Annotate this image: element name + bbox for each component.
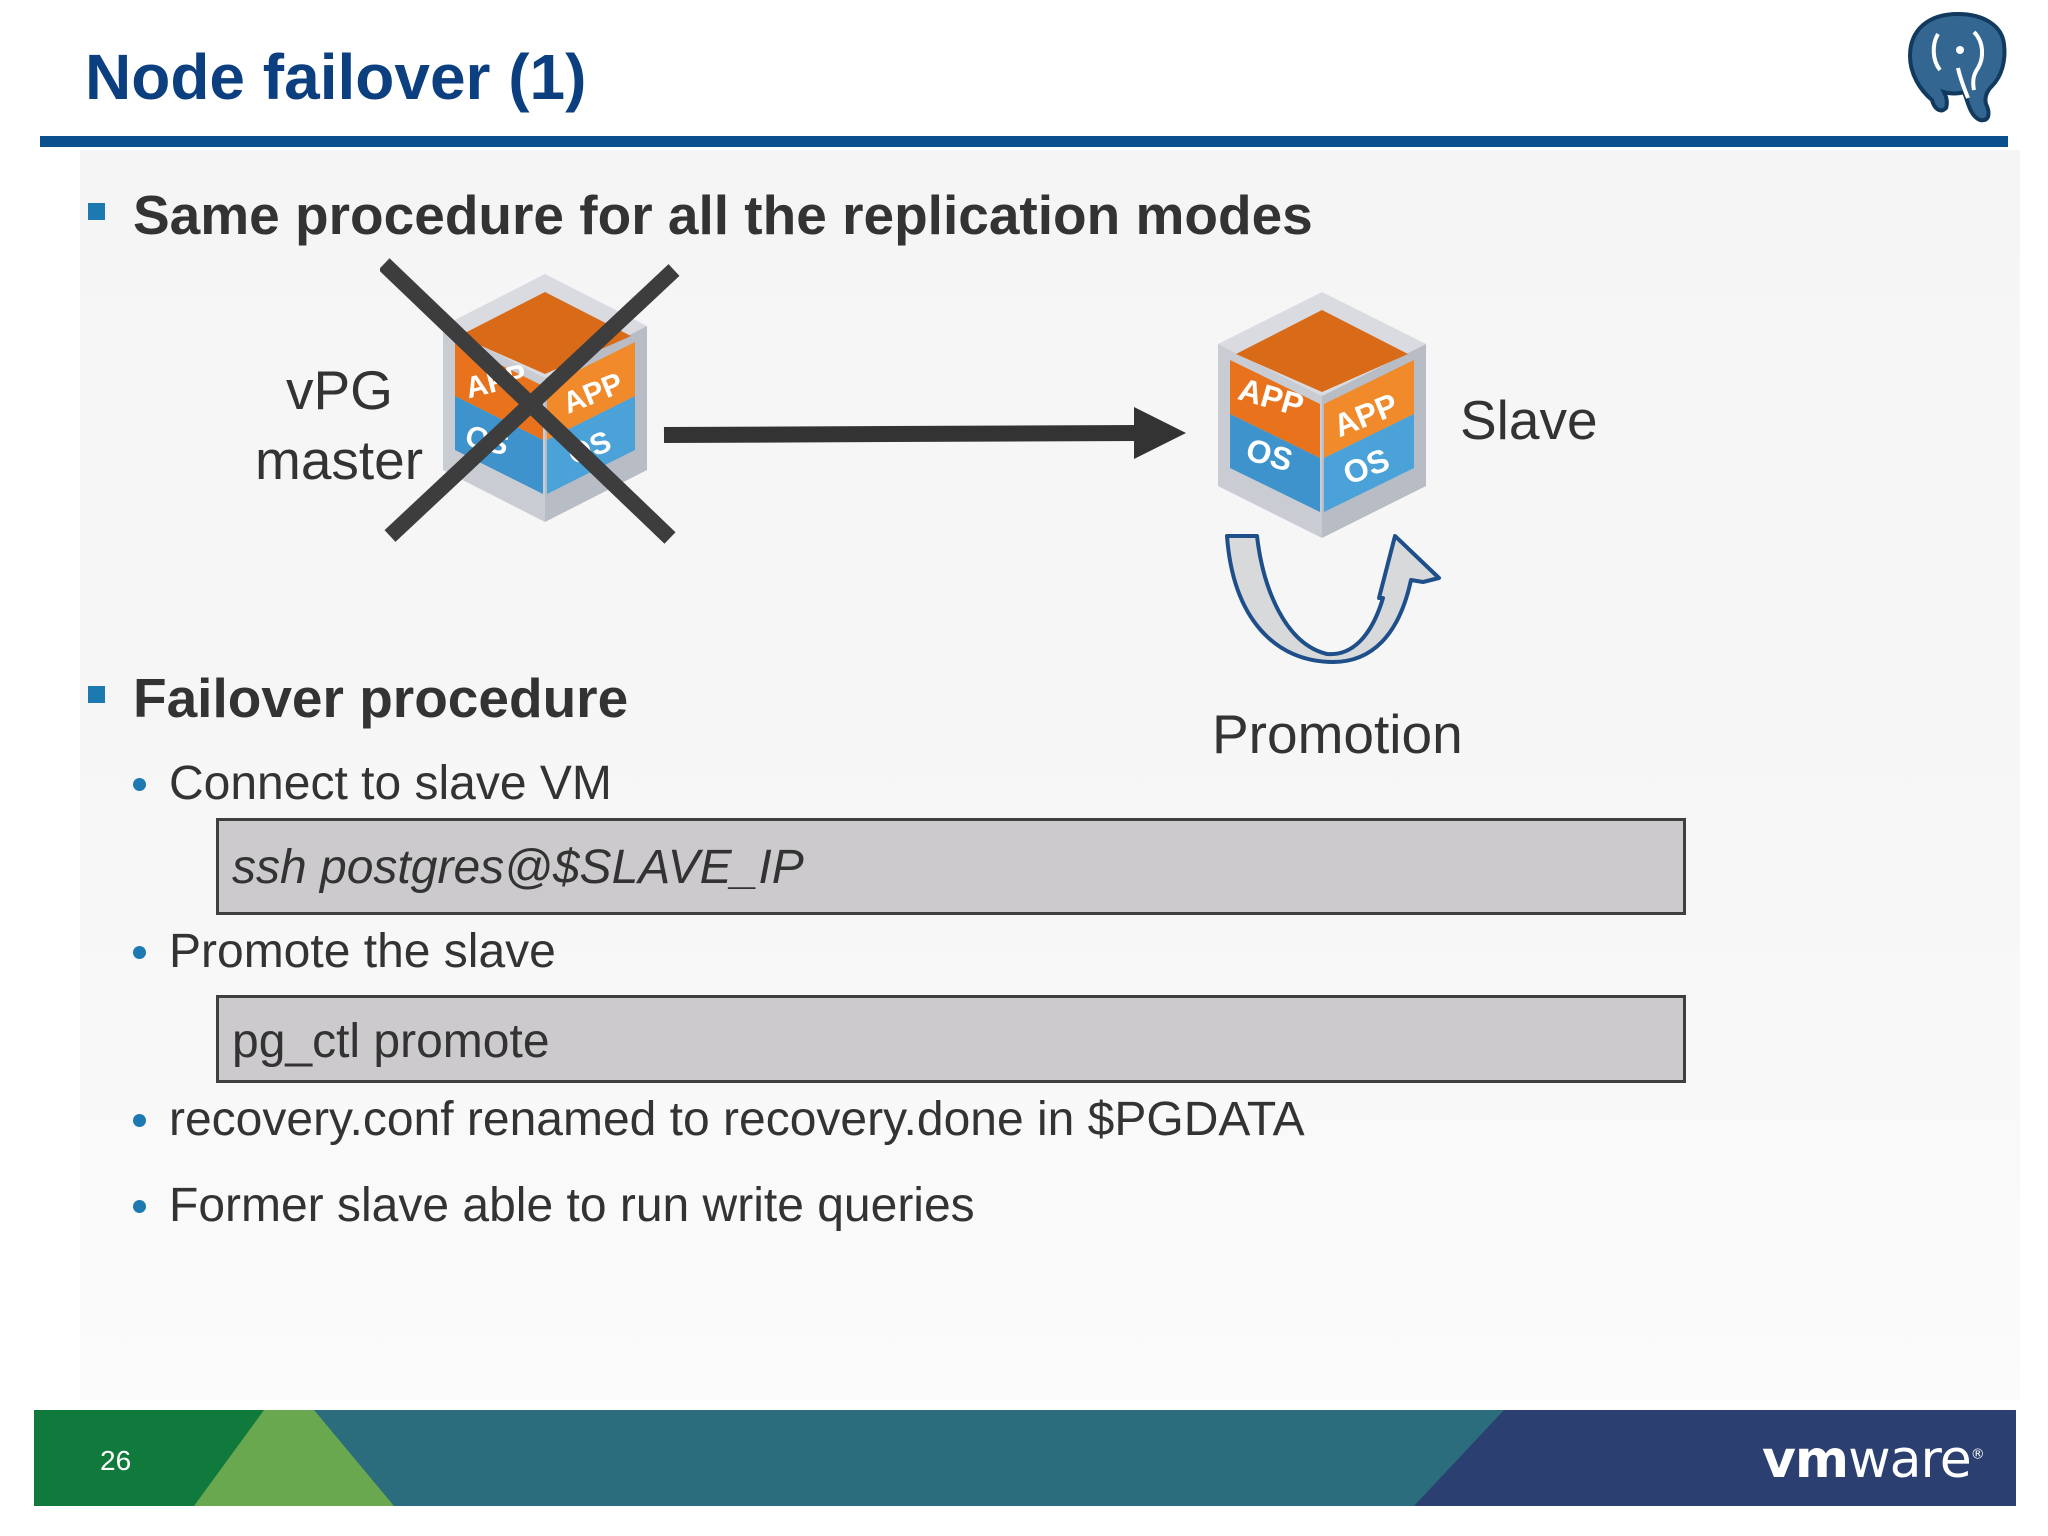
slide-title: Node failover (1) — [85, 41, 587, 113]
sub-bullet-write-queries: Former slave able to run write queries — [169, 1179, 975, 1232]
promotion-label: Promotion — [1212, 703, 1463, 765]
master-label-line2: master — [255, 429, 424, 491]
heading-bullet-failover: Failover procedure — [133, 667, 629, 729]
slave-vm-cube: APP APP OS OS — [1218, 292, 1426, 538]
heading-bullet-marker — [88, 203, 105, 220]
vmware-logo: vmware® — [1762, 1430, 1985, 1490]
promotion-arrow-icon — [1225, 534, 1441, 664]
failed-cross-icon — [380, 258, 680, 544]
code-ssh: ssh postgres@$SLAVE_IP — [232, 841, 804, 894]
page-number: 26 — [100, 1445, 132, 1476]
slave-label: Slave — [1460, 389, 1598, 451]
vmware-logo-mark: ® — [1970, 1446, 1985, 1463]
code-pg-ctl: pg_ctl promote — [232, 1015, 550, 1068]
heading-bullet-marker — [88, 686, 105, 703]
replication-arrow — [663, 407, 1186, 459]
sub-bullet-marker — [133, 946, 146, 959]
sub-bullet-marker — [133, 1114, 146, 1127]
master-label-line1: vPG — [286, 359, 393, 421]
sub-bullet-marker — [133, 778, 146, 791]
code-box-promote — [216, 995, 1686, 1083]
content-background — [80, 150, 2020, 1400]
vmware-logo-bold: vm — [1762, 1430, 1849, 1490]
sub-bullet-promote: Promote the slave — [169, 925, 556, 978]
postgresql-elephant-icon — [1907, 11, 2007, 123]
code-box-ssh — [216, 818, 1686, 915]
heading-bullet-replication: Same procedure for all the replication m… — [133, 184, 1313, 246]
sub-bullet-recovery: recovery.conf renamed to recovery.done i… — [169, 1093, 1305, 1146]
vmware-logo-rest: ware — [1848, 1430, 1972, 1490]
title-rule — [40, 136, 2008, 147]
footer-band — [34, 1410, 2016, 1506]
sub-bullet-marker — [133, 1200, 146, 1213]
sub-bullet-connect: Connect to slave VM — [169, 757, 612, 810]
